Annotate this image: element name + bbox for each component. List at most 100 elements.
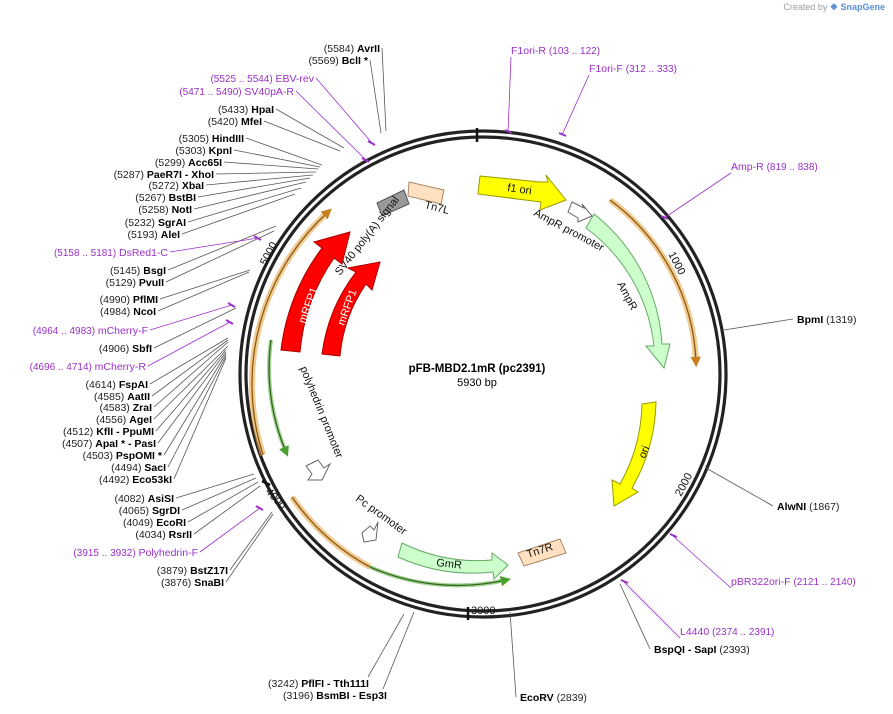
leader-line-bspqi xyxy=(619,583,651,650)
leader-line-bpmi xyxy=(723,318,794,331)
leader-line-sgrdi xyxy=(181,477,257,511)
backbone-outer-circle xyxy=(238,129,728,619)
primer-label-polyhedrin-f: (3915 .. 3932) Polyhedrin-F xyxy=(73,547,198,559)
orf-arc-green-left-outer xyxy=(267,339,288,453)
left-site-labels: (5584) AvrII(5569) BclI *(5433) HpaI(542… xyxy=(30,43,380,589)
primer-leader-mcherry-r xyxy=(147,321,231,367)
site-label-ncoi: (4984) NcoI xyxy=(100,306,156,318)
site-label-kfli: (4512) KflI - PpuMI xyxy=(63,426,154,438)
orf-arc-green-bottom xyxy=(369,566,512,587)
leader-line-pflfi xyxy=(367,613,405,678)
primer-label-dsred1-c: (5158 .. 5181) DsRed1-C xyxy=(54,247,168,259)
feature-label-polyhedrin-promoter: polyhedrin promoter xyxy=(297,365,345,461)
site-label-fspai: (4614) FspAI xyxy=(86,379,149,391)
site-label-ecori: (4049) EcoRI xyxy=(123,517,186,529)
site-label-agei: (4556) AgeI xyxy=(96,414,152,426)
site-label-avrii: (5584) AvrII xyxy=(324,43,380,55)
primer-mark-mcherry-f xyxy=(227,302,236,308)
site-label-kpni: (5303) KpnI xyxy=(175,145,232,157)
leader-line-bsgi xyxy=(167,225,277,271)
site-label-xbai: (5272) XbaI xyxy=(149,180,205,192)
leader-line-bstbi xyxy=(197,177,311,198)
site-label-mfei: (5420) MfeI xyxy=(208,116,262,128)
plasmid-backbone xyxy=(238,128,728,620)
orf-arcs xyxy=(249,197,701,588)
backbone-inner-circle xyxy=(244,135,722,613)
site-label-rsrii: (4034) RsrII xyxy=(135,529,192,541)
tick-4000-mark xyxy=(261,479,271,487)
site-label-bstbi: (5267) BstBI xyxy=(135,192,196,204)
plasmid-size: 5930 bp xyxy=(457,377,497,389)
feature-tn7r xyxy=(517,538,567,567)
site-label-pvuii: (5129) PvuII xyxy=(106,277,164,289)
site-label-snabi: (3876) SnaBI xyxy=(161,577,224,589)
credit-brand: SnapGene xyxy=(840,2,885,12)
snapgene-logo-icon: ❖ xyxy=(829,2,838,12)
feature-gmr xyxy=(397,542,509,581)
site-label-ecorv: EcoRV (2839) xyxy=(520,692,587,704)
leader-line-bcli xyxy=(369,59,382,134)
primer-leader-pbr322ori-f xyxy=(672,535,732,589)
orf-arc-ampr xyxy=(609,199,701,368)
leader-line-agei xyxy=(153,345,229,420)
site-label-pspomi: (4503) PspOMI * xyxy=(83,450,163,462)
leader-line-fspai xyxy=(149,337,229,385)
feature-label-ori: ori xyxy=(637,444,653,460)
primer-leader-f1ori-f xyxy=(561,74,590,136)
leader-line-acc65i xyxy=(223,161,319,170)
site-label-bsgi: (5145) BsgI xyxy=(110,265,166,277)
primer-mark-f1ori-f xyxy=(558,132,567,137)
leader-line-kfli xyxy=(155,349,227,432)
primer-mark-l4440 xyxy=(620,579,629,584)
primer-leader-ebv-rev xyxy=(315,77,373,144)
leader-line-bsmbi xyxy=(382,611,415,690)
site-label-bspqi: BspQI - SapI (2393) xyxy=(654,644,750,656)
site-label-sgrdi: (4065) SgrDI xyxy=(119,505,180,517)
primer-label-mcherry-r: (4696 .. 4714) mCherry-R xyxy=(30,361,147,373)
site-label-pflmi: (4990) PflMI xyxy=(100,294,158,306)
primer-label-f1ori-r: F1ori-R (103 .. 122) xyxy=(511,45,600,57)
leader-line-ecorv xyxy=(509,611,517,698)
site-label-eco53ki: (4492) Eco53kI xyxy=(99,474,172,486)
primer-label-sv40pa-r: (5471 .. 5490) SV40pA-R xyxy=(179,86,294,98)
site-label-paer7i: (5287) PaeR7I - XhoI xyxy=(114,169,214,181)
site-label-aatii: (4585) AatII xyxy=(94,391,150,403)
feature-tn7l xyxy=(407,181,445,205)
primer-leader-f1ori-r xyxy=(507,56,512,133)
primer-mark-ebv-rev xyxy=(367,140,376,146)
snapgene-credit: Created by ❖ SnapGene xyxy=(783,2,885,13)
leader-line-apai xyxy=(157,351,227,444)
site-leader-lines xyxy=(147,47,794,698)
primer-label-pbr322ori-f: pBR322ori-F (2121 .. 2140) xyxy=(731,576,856,588)
leader-line-aatii xyxy=(151,339,229,397)
feature-mrfp1-inner xyxy=(321,261,381,357)
leader-line-hpai xyxy=(275,108,345,149)
feature-polyhedrin-promoter xyxy=(305,459,332,481)
leader-line-alei xyxy=(181,193,296,235)
feature-label-pc-promoter: Pc promoter xyxy=(353,493,409,538)
tick-label-4000: 4000 xyxy=(263,486,288,512)
site-label-saci: (4494) SacI xyxy=(111,462,166,474)
primer-leader-mcherry-f xyxy=(149,304,233,331)
leader-line-xbai xyxy=(205,174,314,186)
site-label-hpai: (5433) HpaI xyxy=(218,104,274,116)
leader-line-snabi xyxy=(225,513,274,583)
right-site-labels: F1ori-R (103 .. 122)F1ori-F (312 .. 333)… xyxy=(268,45,857,704)
leader-line-paer7i xyxy=(215,171,317,175)
leader-line-ncoi xyxy=(157,271,250,312)
orf-arc-green-left xyxy=(268,339,289,457)
primer-leader-polyhedrin-f xyxy=(199,507,261,553)
leader-line-pflmi xyxy=(159,269,251,300)
leader-line-saci xyxy=(167,355,227,468)
leader-line-eco53ki xyxy=(173,357,227,480)
primer-mark-amp-r xyxy=(660,215,669,220)
site-label-bsmbi: (3196) BsmBI - Esp3I xyxy=(283,690,387,702)
site-label-pflfi: (3242) PflFI - Tth111I xyxy=(268,678,369,690)
site-label-bpmi: BpmI (1319) xyxy=(797,314,857,326)
site-label-alei: (5193) AleI xyxy=(127,229,180,241)
primer-mark-f1ori-r xyxy=(504,129,513,134)
leader-line-asisi xyxy=(175,473,255,499)
leader-line-rsrii xyxy=(193,485,261,535)
primer-mark-mcherry-r xyxy=(225,319,234,325)
site-label-asisi: (4082) AsiSI xyxy=(114,493,174,505)
